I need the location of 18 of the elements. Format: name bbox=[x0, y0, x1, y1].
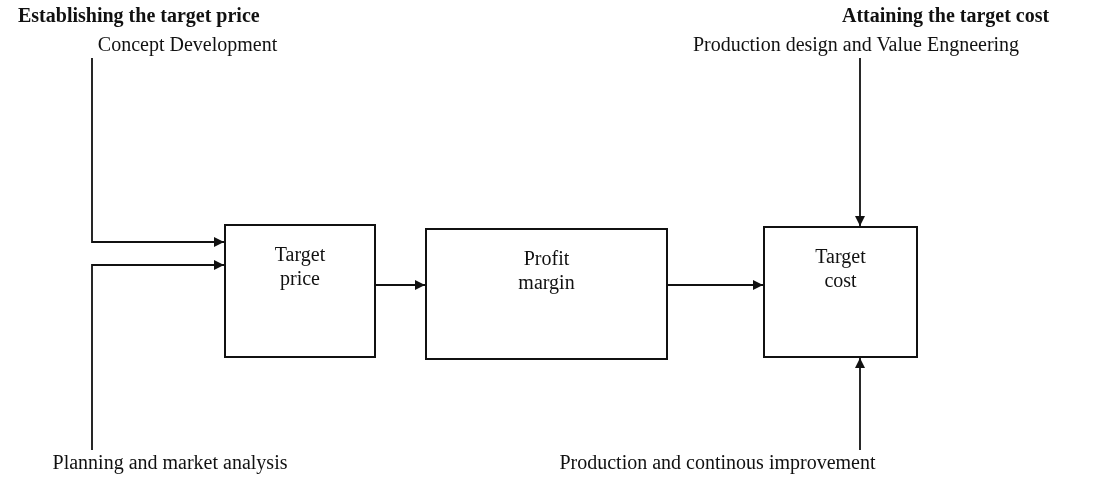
process-box bbox=[425, 228, 668, 360]
arrow bbox=[855, 357, 865, 451]
input-label: Planning and market analysis bbox=[52, 451, 288, 473]
box-label: Target cost bbox=[814, 244, 867, 293]
input-label: Concept Development bbox=[97, 33, 278, 55]
input-label: Production design and Value Engneering bbox=[692, 33, 1020, 55]
arrow bbox=[667, 280, 764, 290]
process-box bbox=[763, 226, 918, 358]
arrow bbox=[375, 280, 426, 290]
process-box bbox=[224, 224, 376, 358]
arrow bbox=[91, 260, 225, 451]
box-label: Profit margin bbox=[517, 246, 576, 296]
section-heading: Establishing the target price bbox=[18, 4, 260, 27]
arrow bbox=[855, 57, 865, 227]
section-heading: Attaining the target cost bbox=[842, 4, 1050, 27]
input-label: Production and continous improvement bbox=[559, 451, 876, 473]
box-label: Target price bbox=[273, 242, 327, 292]
arrow bbox=[91, 57, 225, 247]
